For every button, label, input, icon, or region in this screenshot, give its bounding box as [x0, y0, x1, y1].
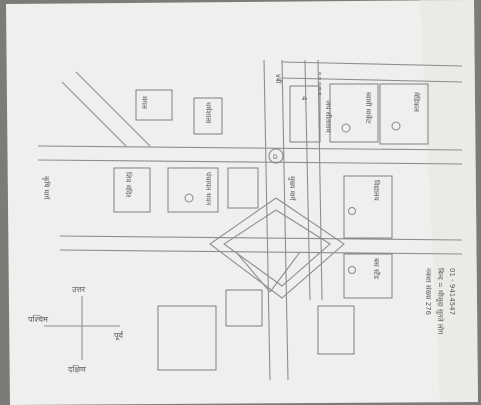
label-shop-sub: 4	[300, 96, 308, 101]
building-top-mid	[289, 85, 321, 143]
building-upper-left-2	[193, 97, 223, 135]
label-shop-middle: स्वामी मार्केट	[364, 92, 373, 124]
north-road-edge-bottom	[281, 77, 463, 83]
cross-road-upper-bottom	[37, 159, 463, 165]
label-shop-left: जय सीताराम	[324, 100, 333, 134]
label-top-road-right: ० ० ० ० ०	[316, 72, 323, 95]
building-marker-1	[341, 123, 351, 133]
note-line-2: बिन्द = मौजूदा सुनते लोग	[436, 268, 445, 335]
north-road-edge-top	[281, 61, 463, 67]
east-road-edge-right	[317, 59, 323, 301]
building-right-low	[343, 253, 393, 299]
label-main-road: मुख्य मार्ग	[288, 176, 297, 202]
building-marker-5	[348, 266, 356, 274]
building-marker-3	[184, 193, 194, 203]
lower-diagonal-b	[269, 251, 301, 293]
label-compass-w: पश्चिम	[28, 314, 48, 324]
main-road-edge-right	[281, 59, 289, 381]
building-top-right-2	[379, 83, 429, 145]
label-block-a: मंगल	[140, 96, 148, 109]
label-block-b: धर्मशाला	[204, 102, 213, 124]
building-left-3	[227, 167, 259, 209]
building-marker-4	[348, 207, 356, 215]
building-marker-2	[391, 121, 401, 131]
building-left-2	[167, 167, 219, 213]
junction-diamond-outer	[209, 197, 345, 299]
paper-sheet	[6, 0, 478, 405]
building-bottom-right	[317, 305, 355, 355]
lower-diagonal-a	[235, 251, 271, 293]
note-line-1: नक्शा संख्या 276	[424, 268, 432, 316]
cross-road-lower-top	[59, 235, 463, 241]
building-bottom-mid	[225, 289, 263, 327]
label-compass-n: उत्तर	[72, 285, 86, 294]
label-compass-s: दक्षिण	[68, 364, 86, 374]
label-circle-mark: D	[273, 154, 278, 161]
building-upper-left-1	[135, 89, 173, 121]
building-top-right-1	[329, 83, 379, 143]
cross-road-lower-bottom	[59, 249, 463, 255]
paper-shadow-edge	[420, 0, 478, 402]
cross-road-upper-top	[37, 145, 463, 151]
diagonal-road-edge-b	[75, 71, 151, 147]
label-compass-e: पूर्व	[114, 330, 124, 341]
label-block-c: शिव मंदिर	[124, 172, 133, 197]
diagonal-road-edge-a	[61, 81, 127, 147]
junction-diamond-inner	[223, 209, 331, 287]
east-road-edge-left	[304, 59, 311, 301]
building-bottom-left	[157, 305, 217, 371]
junction-circle-marker	[268, 148, 284, 164]
label-block-f: बस स्टैंड	[372, 258, 381, 279]
main-road-edge-left	[263, 59, 271, 381]
note-line-3: 01 - 9414547	[448, 268, 456, 315]
label-block-d: पंचायत भवन	[204, 172, 212, 205]
label-west-road: कृषि मार्ग	[42, 176, 51, 200]
building-right-mid	[343, 175, 393, 239]
building-left-1	[113, 167, 151, 213]
label-shop-right: मेडिकल	[412, 92, 421, 112]
label-top-road-left: ४बी	[274, 74, 283, 84]
label-block-e: विद्यालय	[372, 180, 381, 202]
